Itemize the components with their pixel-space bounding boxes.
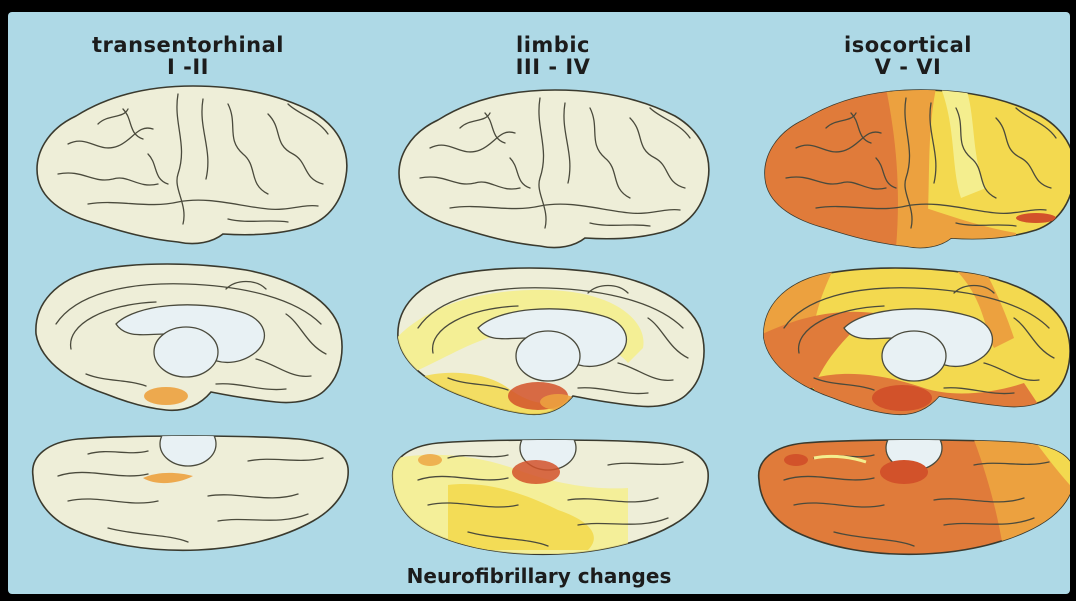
slide: transentorhinal I -II limbic III - IV is… (8, 12, 1070, 594)
caption: Neurofibrillary changes (8, 564, 1070, 588)
brain-lateral-stage3 (756, 88, 1070, 248)
brain-medial-stage1 (36, 264, 342, 410)
brain-lateral-stage1 (37, 86, 347, 244)
brain-lateral-stage2 (399, 90, 709, 248)
brain-basal-stage3 (759, 426, 1070, 554)
brain-medial-stage2 (388, 268, 704, 428)
brain-diagrams (8, 12, 1070, 594)
brain-basal-stage1 (33, 422, 349, 550)
brain-basal-stage2 (388, 426, 708, 554)
brain-medial-stage3 (754, 268, 1070, 428)
